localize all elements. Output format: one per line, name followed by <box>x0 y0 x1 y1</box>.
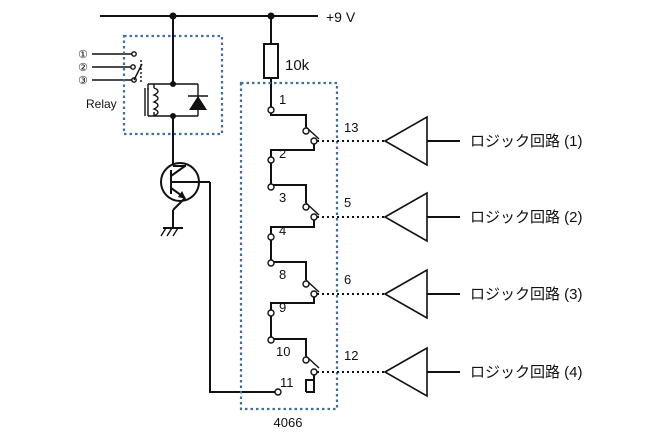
supply-rail <box>100 12 318 20</box>
resistor <box>263 16 279 110</box>
ground-symbol <box>160 227 183 237</box>
pin-6-label: 6 <box>344 272 351 287</box>
relay-terminal-3: ③ <box>78 75 88 87</box>
pin-4-label: 4 <box>279 223 286 238</box>
relay-coil <box>144 16 199 117</box>
logic-label-1: ロジック回路 (1) <box>470 133 583 150</box>
pin-11-label: 11 <box>280 375 294 390</box>
relay-box <box>122 34 224 136</box>
pin-13-label: 13 <box>344 120 358 135</box>
logic-label-2: ロジック回路 (2) <box>470 209 583 226</box>
resistor-label: 10k <box>285 57 310 74</box>
pin-9-label: 9 <box>279 300 286 315</box>
relay-contact-arm <box>133 63 143 81</box>
buffer-3 <box>383 268 428 320</box>
pin-1-label: 1 <box>279 92 286 107</box>
junction-dot <box>170 81 176 87</box>
pin-12-label: 12 <box>344 348 358 363</box>
pin-3-label: 3 <box>279 190 286 205</box>
relay-terminal-1: ① <box>78 49 88 61</box>
pin-8-label: 8 <box>279 267 286 282</box>
pin-labels: 1 2 3 4 8 9 10 11 13 5 6 12 <box>276 92 358 390</box>
logic-label-4: ロジック回路 (4) <box>470 364 583 381</box>
logic-label-3: ロジック回路 (3) <box>470 286 583 303</box>
flyback-diode <box>188 90 208 116</box>
logic-labels: ロジック回路 (1) ロジック回路 (2) ロジック回路 (3) ロジック回路 … <box>470 133 583 381</box>
ic-box <box>239 81 339 411</box>
pin-markers <box>267 106 318 396</box>
buffer-2 <box>383 191 428 243</box>
ic-label: 4066 <box>274 415 303 430</box>
relay-terminal-2: ② <box>78 62 88 74</box>
buffers <box>383 115 460 398</box>
relay-terminals: ① ② ③ <box>78 49 143 87</box>
pin-10-label: 10 <box>276 344 290 359</box>
relay-label: Relay <box>86 97 117 111</box>
supply-label: +9 V <box>326 9 356 25</box>
transistor <box>160 162 210 228</box>
control-line <box>209 182 278 393</box>
buffer-4 <box>383 346 428 398</box>
buffer-1 <box>383 115 428 167</box>
switch-outputs <box>317 140 385 373</box>
pin-2-label: 2 <box>279 146 286 161</box>
pin-5-label: 5 <box>344 195 351 210</box>
